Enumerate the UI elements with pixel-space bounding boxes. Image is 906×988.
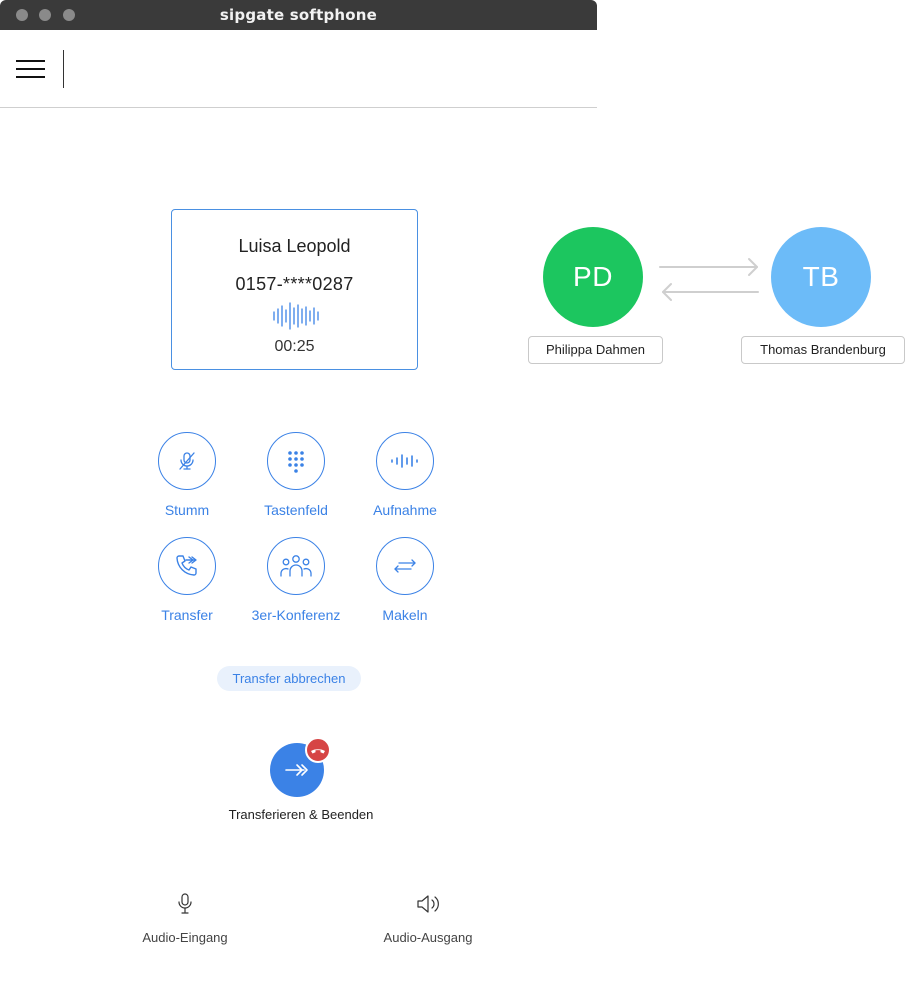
audio-input-button[interactable]: Audio-Eingang: [115, 893, 255, 945]
transfer-and-end-label: Transferieren & Beenden: [228, 807, 374, 822]
swap-button[interactable]: Makeln: [355, 537, 455, 623]
audio-output-label: Audio-Ausgang: [383, 930, 473, 945]
title-bar: sipgate softphone: [0, 0, 597, 30]
caller-name: Luisa Leopold: [238, 236, 351, 256]
transfer-label: Transfer: [161, 607, 213, 623]
name-tag-left: Philippa Dahmen: [528, 336, 663, 364]
transfer-button[interactable]: Transfer: [137, 537, 237, 623]
record-label: Aufnahme: [373, 502, 437, 518]
record-waveform-icon: [391, 454, 418, 468]
speaker-icon: [417, 895, 439, 913]
keypad-label: Tastenfeld: [264, 502, 328, 518]
maximize-window-button[interactable]: [63, 9, 75, 21]
softphone-window: sipgate softphone Luisa Leopold 0157-***…: [0, 0, 597, 945]
phone-transfer-icon: [176, 555, 197, 576]
microphone-muted-icon: [179, 452, 195, 470]
mute-button[interactable]: Stumm: [137, 432, 237, 518]
conference-icon: [280, 555, 312, 577]
avatar-left: PD: [543, 227, 643, 327]
audio-input-label: Audio-Eingang: [142, 930, 228, 945]
close-window-button[interactable]: [16, 9, 28, 21]
swap-label: Makeln: [382, 607, 428, 623]
microphone-icon: [178, 893, 192, 914]
transfer-arrows-icon: [659, 258, 759, 301]
minimize-window-button[interactable]: [39, 9, 51, 21]
cancel-transfer-button[interactable]: Transfer abbrechen: [217, 666, 361, 691]
window-title: sipgate softphone: [219, 6, 378, 24]
audio-output-button[interactable]: Audio-Ausgang: [358, 893, 498, 945]
app-header: [0, 30, 597, 108]
mute-label: Stumm: [164, 502, 210, 518]
audio-waveform-icon: [273, 302, 319, 330]
record-button[interactable]: Aufnahme: [355, 432, 455, 518]
keypad-icon: [288, 451, 304, 473]
call-timer: 00:25: [274, 338, 315, 355]
hangup-badge: [305, 737, 331, 763]
hamburger-menu-icon[interactable]: [16, 60, 45, 79]
conference-button[interactable]: 3er-Konferenz: [246, 537, 346, 623]
swap-arrows-icon: [394, 559, 416, 573]
name-tag-right: Thomas Brandenburg: [741, 336, 905, 364]
conference-label: 3er-Konferenz: [251, 607, 341, 623]
hangup-phone-icon: [311, 749, 325, 754]
caller-number: 0157-****0287: [235, 274, 354, 294]
active-call-card: Luisa Leopold 0157-****0287 00:25: [171, 209, 418, 370]
avatar-right: TB: [771, 227, 871, 327]
forward-arrow-icon: [285, 764, 308, 776]
header-divider: [63, 50, 64, 88]
keypad-button[interactable]: Tastenfeld: [246, 432, 346, 518]
